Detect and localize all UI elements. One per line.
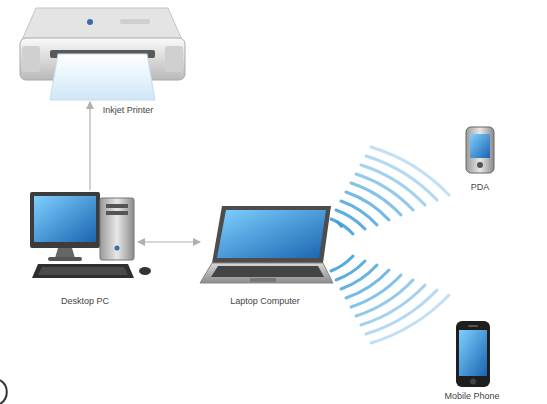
device-label: Laptop Computer <box>210 296 320 307</box>
pda-illustration <box>466 127 494 173</box>
wireless-waves <box>331 147 449 343</box>
device-label: PDA <box>425 182 535 193</box>
connector-arrow <box>138 241 200 242</box>
printer-illustration <box>20 8 185 100</box>
laptop-illustration <box>200 206 333 283</box>
pda-node: PDA <box>464 125 496 175</box>
device-label: Desktop PC <box>30 296 140 307</box>
desktop-illustration <box>30 192 151 278</box>
phone-illustration <box>456 321 490 387</box>
device-label: Inkjet Printer <box>73 105 183 116</box>
connector-arrow <box>89 102 90 190</box>
printer-node: Inkjet Printer <box>20 0 185 102</box>
corner-fragment <box>0 380 7 404</box>
device-label: Mobile Phone <box>417 391 527 402</box>
desktop-node: Desktop PC <box>28 190 138 282</box>
laptop-node: Laptop Computer <box>200 204 333 284</box>
phone-node: Mobile Phone <box>455 320 491 388</box>
